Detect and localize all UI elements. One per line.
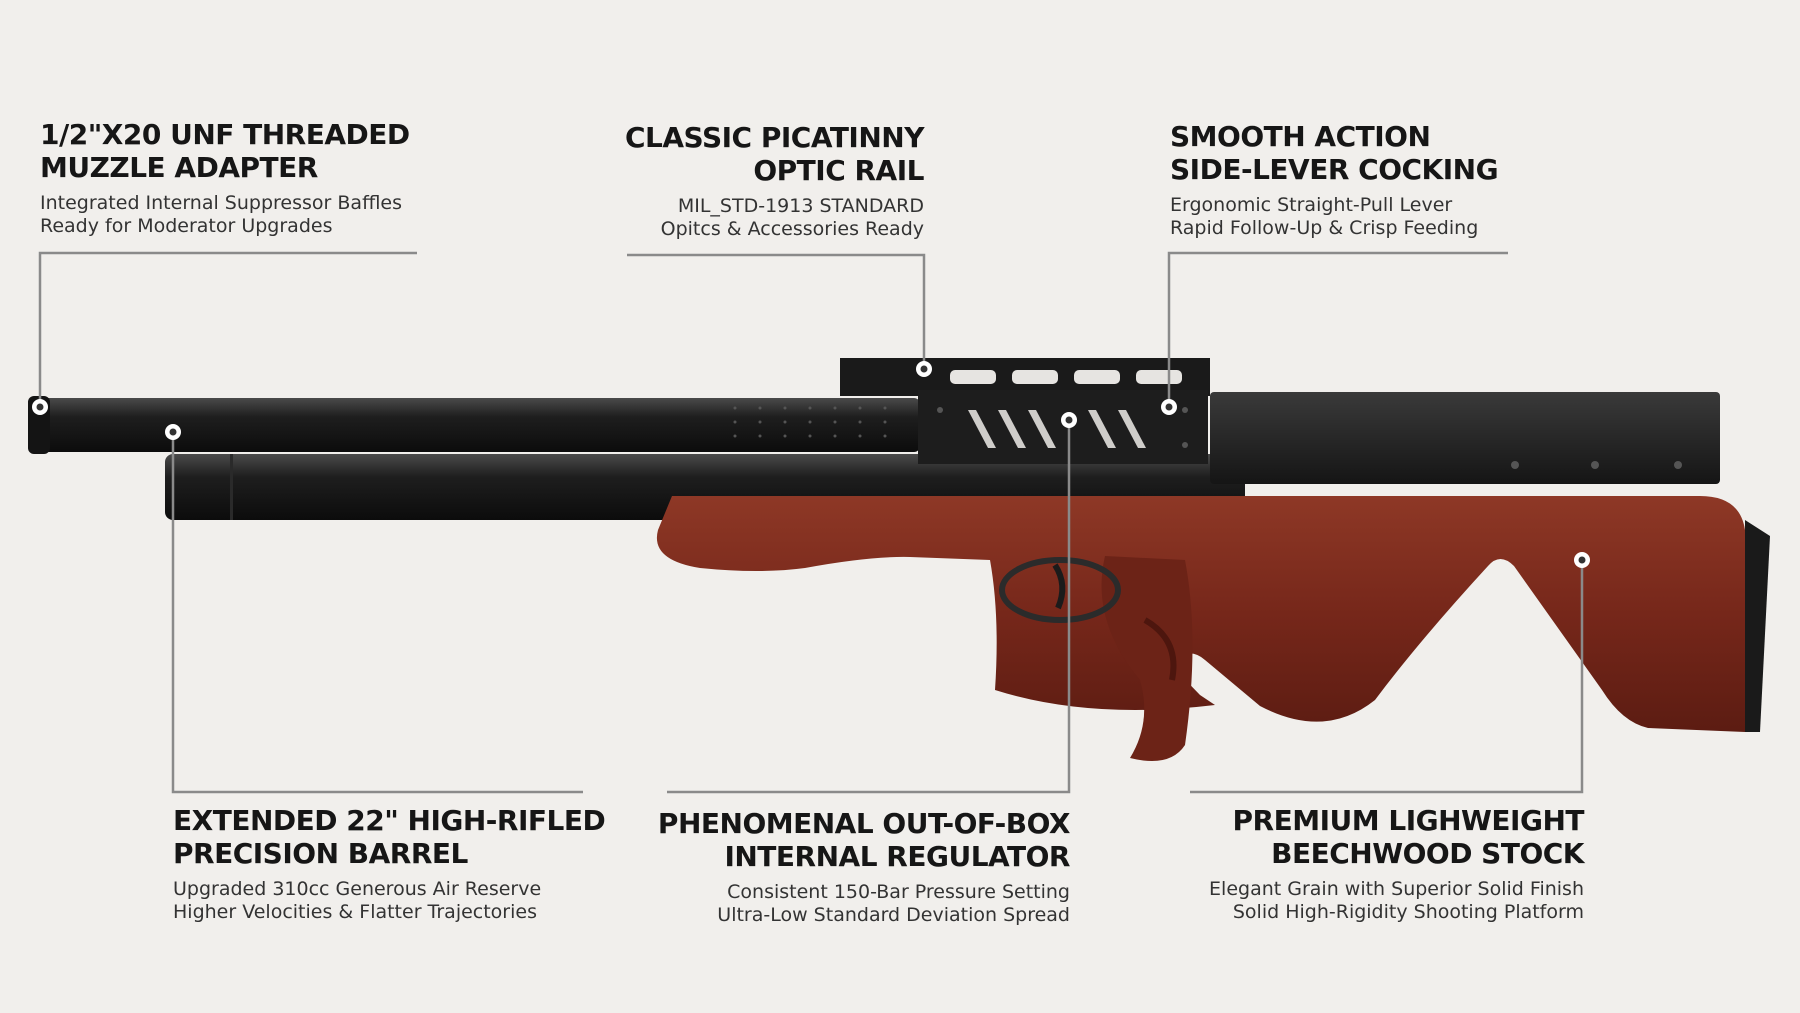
- trigger-guard: [999, 557, 1121, 623]
- subtitle-line: Ultra-Low Standard Deviation Spread: [717, 904, 1070, 926]
- dot-barrel: [165, 424, 181, 440]
- title-line: SIDE-LEVER COCKING: [1170, 153, 1499, 186]
- dot-regulator: [1061, 412, 1077, 428]
- receiver: [918, 390, 1208, 464]
- stock-box: [1210, 392, 1720, 484]
- title-line: SMOOTH ACTION: [1170, 120, 1431, 153]
- subtitle-line: Higher Velocities & Flatter Trajectories: [173, 901, 537, 923]
- callout-precision-barrel: EXTENDED 22" HIGH-RIFLED PRECISION BARRE…: [173, 804, 606, 924]
- callout-subtitle: MIL_STD-1913 STANDARD Opitcs & Accessori…: [560, 195, 924, 241]
- title-line: INTERNAL REGULATOR: [724, 840, 1070, 873]
- title-line: EXTENDED 22" HIGH-RIFLED: [173, 804, 606, 837]
- callout-optic-rail: CLASSIC PICATINNY OPTIC RAIL MIL_STD-191…: [560, 121, 925, 241]
- subtitle-line: Consistent 150-Bar Pressure Setting: [727, 881, 1070, 903]
- title-line: OPTIC RAIL: [753, 154, 924, 187]
- callout-title: PREMIUM LIGHWEIGHT BEECHWOOD STOCK: [1150, 804, 1585, 870]
- title-line: BEECHWOOD STOCK: [1271, 837, 1584, 870]
- leader-rail: [627, 253, 926, 369]
- callout-beechwood-stock: PREMIUM LIGHWEIGHT BEECHWOOD STOCK Elega…: [1150, 804, 1584, 924]
- leader-lines: [38, 251, 1584, 794]
- callout-subtitle: Elegant Grain with Superior Solid Finish…: [1150, 878, 1584, 924]
- title-line: PREMIUM LIGHWEIGHT: [1232, 804, 1585, 837]
- callout-subtitle: Consistent 150-Bar Pressure Setting Ultr…: [600, 881, 1070, 927]
- subtitle-line: MIL_STD-1913 STANDARD: [677, 195, 924, 217]
- subtitle-line: Ergonomic Straight-Pull Lever: [1170, 194, 1453, 216]
- callout-title: SMOOTH ACTION SIDE-LEVER COCKING: [1170, 120, 1499, 186]
- barrel: [28, 396, 920, 454]
- dot-stock: [1574, 552, 1590, 568]
- subtitle-line: Opitcs & Accessories Ready: [660, 218, 924, 240]
- callout-internal-regulator: PHENOMENAL OUT-OF-BOX INTERNAL REGULATOR…: [600, 807, 1071, 927]
- leader-cocking: [1167, 251, 1508, 407]
- title-line: PHENOMENAL OUT-OF-BOX: [657, 807, 1071, 840]
- leader-regulator: [667, 420, 1071, 794]
- leader-stock: [1190, 560, 1584, 794]
- subtitle-line: Elegant Grain with Superior Solid Finish: [1209, 878, 1584, 900]
- callout-subtitle: Ergonomic Straight-Pull Lever Rapid Foll…: [1170, 194, 1498, 240]
- dot-cocking: [1161, 399, 1177, 415]
- callout-subtitle: Integrated Internal Suppressor Baffles R…: [40, 192, 410, 238]
- callout-subtitle: Upgraded 310cc Generous Air Reserve High…: [173, 878, 605, 924]
- leader-muzzle: [38, 251, 417, 407]
- dot-rail: [916, 361, 932, 377]
- callout-title: 1/2"X20 UNF THREADED MUZZLE ADAPTER: [40, 118, 410, 184]
- callout-title: CLASSIC PICATINNY OPTIC RAIL: [560, 121, 925, 187]
- callout-muzzle-adapter: 1/2"X20 UNF THREADED MUZZLE ADAPTER Inte…: [40, 118, 410, 238]
- subtitle-line: Upgraded 310cc Generous Air Reserve: [173, 878, 542, 900]
- callout-side-lever-cocking: SMOOTH ACTION SIDE-LEVER COCKING Ergonom…: [1170, 120, 1499, 240]
- subtitle-line: Solid High-Rigidity Shooting Platform: [1232, 901, 1584, 923]
- subtitle-line: Integrated Internal Suppressor Baffles: [40, 192, 403, 214]
- callout-title: PHENOMENAL OUT-OF-BOX INTERNAL REGULATOR: [600, 807, 1071, 873]
- title-line: 1/2"X20 UNF THREADED: [40, 118, 410, 151]
- title-line: MUZZLE ADAPTER: [40, 151, 318, 184]
- subtitle-line: Ready for Moderator Upgrades: [40, 215, 333, 237]
- callout-dots: [32, 361, 1590, 568]
- callout-title: EXTENDED 22" HIGH-RIFLED PRECISION BARRE…: [173, 804, 606, 870]
- wood-stock: [656, 496, 1770, 762]
- picatinny-rail: [840, 358, 1210, 396]
- subtitle-line: Rapid Follow-Up & Crisp Feeding: [1170, 217, 1479, 239]
- title-line: CLASSIC PICATINNY: [625, 121, 925, 154]
- dot-muzzle: [32, 399, 48, 415]
- title-line: PRECISION BARREL: [173, 837, 468, 870]
- leader-barrel: [171, 432, 583, 794]
